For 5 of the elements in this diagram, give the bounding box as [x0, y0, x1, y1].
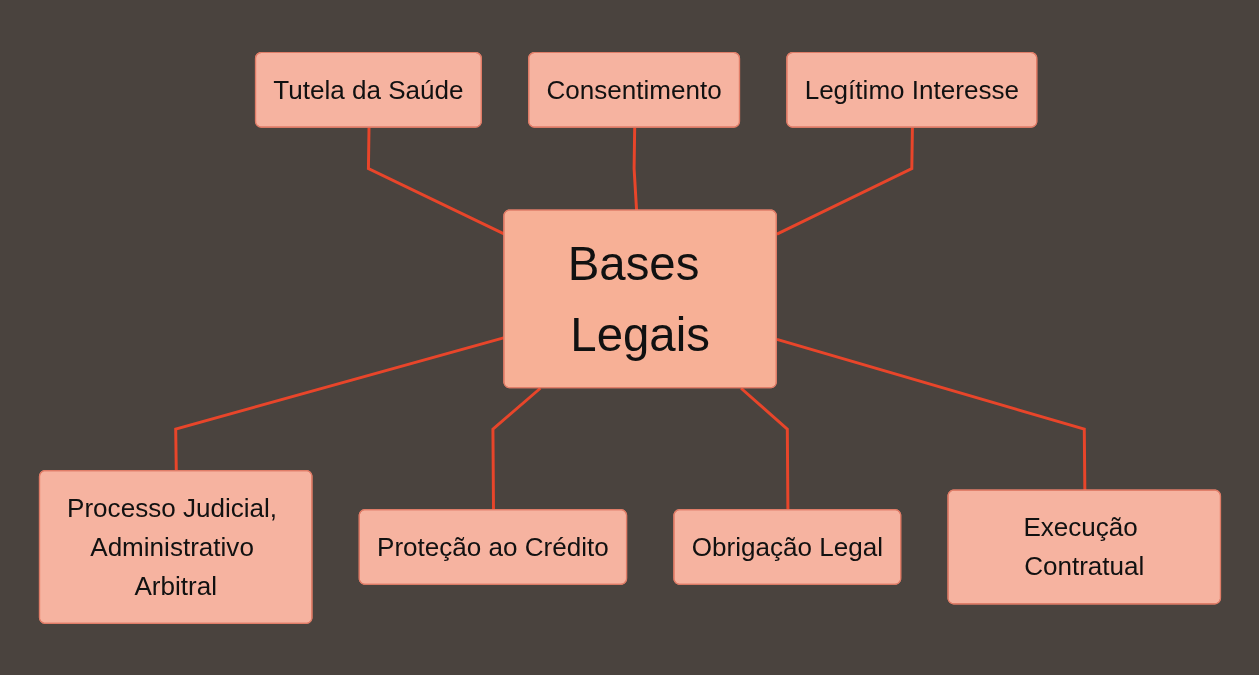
connector [632, 127, 638, 211]
connector [739, 386, 789, 510]
connector [776, 337, 1086, 491]
connector [775, 127, 914, 235]
connector [490, 386, 541, 510]
